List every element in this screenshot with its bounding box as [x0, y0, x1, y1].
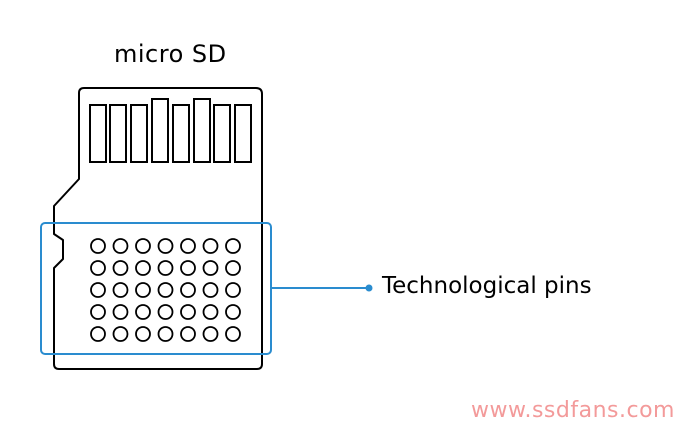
- highlight-box: [40, 222, 272, 355]
- technological-pin: [112, 304, 129, 320]
- contact-pin: [213, 104, 231, 163]
- technological-pin: [135, 304, 151, 320]
- technological-pin: [90, 304, 106, 320]
- contact-pin: [193, 98, 211, 163]
- technological-pin: [112, 238, 129, 254]
- technological-pin: [157, 260, 174, 276]
- technological-pin: [135, 238, 151, 254]
- technological-pin: [180, 282, 196, 298]
- contact-pin: [172, 104, 190, 163]
- contact-pin: [109, 104, 127, 163]
- contact-pin: [151, 98, 169, 163]
- contact-pins: [89, 98, 252, 163]
- technological-pin: [225, 282, 241, 298]
- technological-pin: [180, 260, 196, 276]
- contact-pin: [89, 104, 107, 163]
- callout-dot: [365, 284, 373, 292]
- technological-pin: [202, 282, 219, 298]
- technological-pin: [112, 326, 129, 342]
- technological-pin: [112, 282, 129, 298]
- technological-pin: [202, 326, 219, 342]
- technological-pin-grid: [90, 238, 241, 342]
- technological-pin: [202, 238, 219, 254]
- technological-pin: [225, 326, 241, 342]
- watermark-text: www.ssdfans.com: [471, 398, 675, 423]
- technological-pin: [90, 326, 106, 342]
- technological-pin: [157, 326, 174, 342]
- technological-pin: [225, 304, 241, 320]
- card-outline: [53, 87, 263, 370]
- technological-pin: [225, 260, 241, 276]
- technological-pin: [135, 282, 151, 298]
- technological-pin: [135, 326, 151, 342]
- diagram-title: micro SD: [114, 40, 227, 68]
- technological-pin: [202, 260, 219, 276]
- contact-pin: [234, 104, 252, 163]
- technological-pin: [180, 304, 196, 320]
- technological-pin: [90, 260, 106, 276]
- technological-pin: [180, 326, 196, 342]
- technological-pin: [157, 238, 174, 254]
- technological-pin: [157, 304, 174, 320]
- technological-pin: [225, 238, 241, 254]
- technological-pin: [90, 238, 106, 254]
- contact-pin: [130, 104, 148, 163]
- callout-label: Technological pins: [382, 273, 592, 299]
- technological-pin: [157, 282, 174, 298]
- technological-pin: [180, 238, 196, 254]
- technological-pin: [135, 260, 151, 276]
- technological-pin: [90, 282, 106, 298]
- technological-pin: [112, 260, 129, 276]
- technological-pin: [202, 304, 219, 320]
